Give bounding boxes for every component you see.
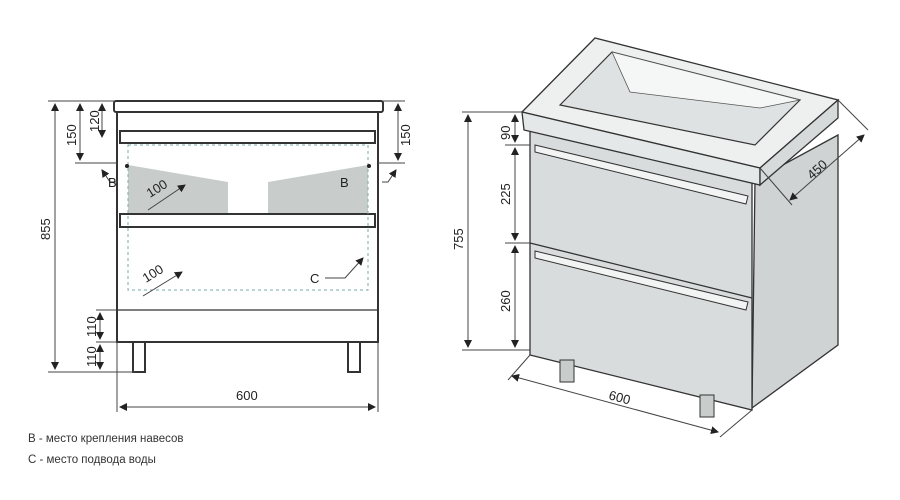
marker-b-left: B <box>108 175 117 190</box>
leg-left <box>132 341 146 373</box>
dim-755: 755 <box>451 228 466 250</box>
upper-rail <box>119 130 376 144</box>
handle-bottom <box>534 250 749 311</box>
dim-110-plinth: 110 <box>84 316 99 337</box>
iso-leg-right <box>699 394 715 418</box>
dim-260: 260 <box>498 290 513 312</box>
dim-225: 225 <box>498 183 513 205</box>
iso-leg-left <box>559 359 575 383</box>
siphon-zone-right <box>268 165 368 213</box>
dim-150-left: 150 <box>64 124 79 146</box>
leg-right <box>347 341 361 373</box>
countertop <box>113 100 384 113</box>
dim-855: 855 <box>38 218 53 240</box>
dim-150-right: 150 <box>398 124 413 146</box>
inner-dashed-outline <box>127 144 369 291</box>
drawer-divider <box>529 242 753 299</box>
marker-c: C <box>310 271 319 286</box>
middle-rail <box>119 213 376 228</box>
front-view: B B C 100 100 855 150 120 150 110 110 60… <box>38 100 413 412</box>
handle-top <box>534 144 749 205</box>
dim-600-iso: 600 <box>607 387 632 407</box>
legend-c: C - место подвода воды <box>28 454 156 466</box>
dim-600: 600 <box>236 388 258 403</box>
iso-view: 90 225 755 260 450 600 <box>451 37 869 438</box>
dim-110-legs: 110 <box>84 346 99 367</box>
marker-b-right: B <box>340 175 349 190</box>
legend-b: B - место крепления навесов <box>28 433 184 445</box>
dim-120: 120 <box>87 110 102 132</box>
dim-90: 90 <box>498 126 513 140</box>
